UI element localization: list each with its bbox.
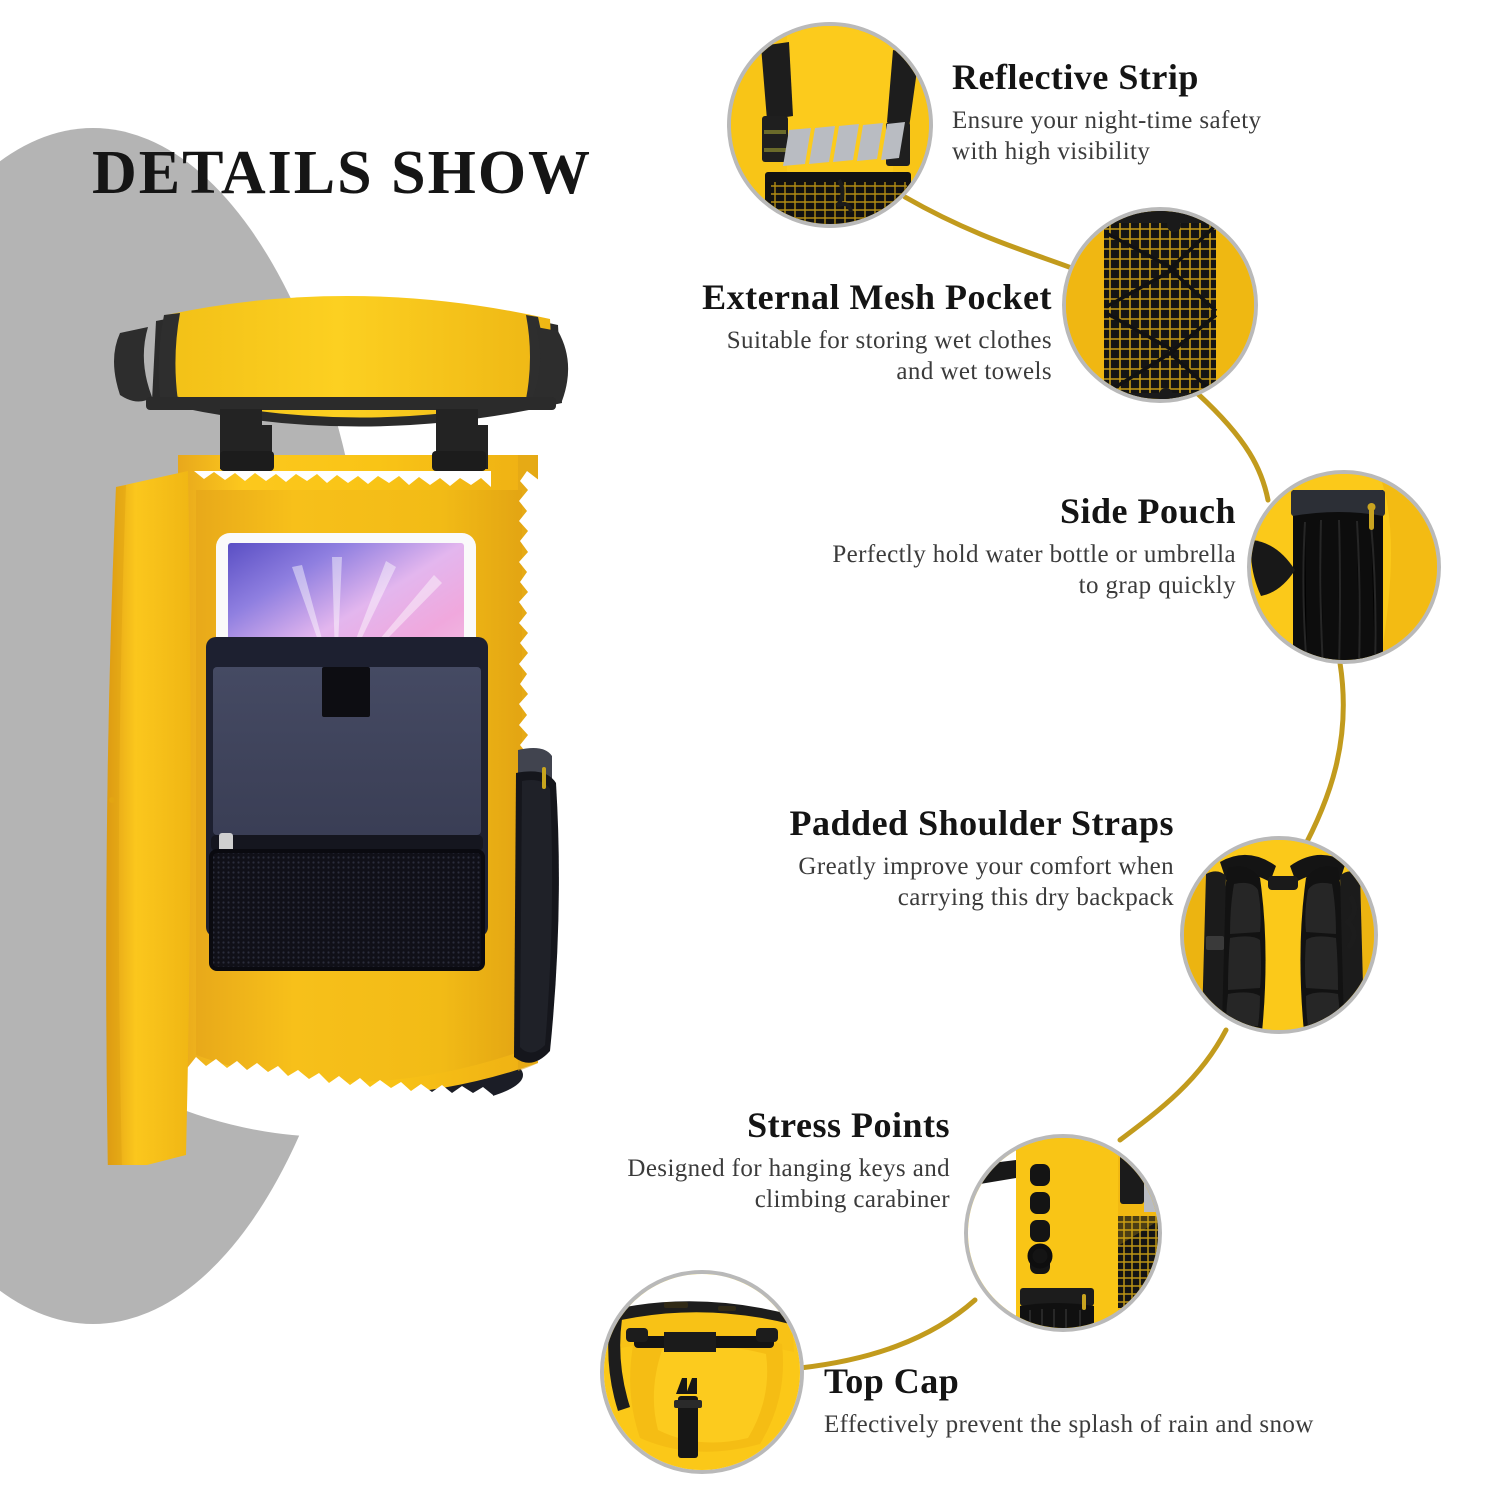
callout-stress-points[interactable] [964, 1134, 1162, 1332]
interior-contents [206, 533, 488, 971]
callout-top-cap[interactable] [600, 1270, 804, 1474]
shoulder-strap-stub-left [114, 327, 152, 402]
feature-title: Stress Points [747, 1105, 950, 1145]
feature-subtitle: Perfectly hold water bottle or umbrella … [832, 540, 1236, 600]
side-pouch [514, 748, 559, 1063]
feature-title: Padded Shoulder Straps [789, 803, 1174, 843]
hero-product-image [86, 275, 606, 1175]
feature-subtitle: Greatly improve your comfort when carryi… [798, 852, 1174, 912]
laptop-sleeve-flap [213, 667, 481, 835]
feature-title: Side Pouch [1059, 491, 1236, 531]
cutaway-tear-bottom [161, 1057, 493, 1138]
top-cap-flap [162, 295, 554, 418]
feature-subtitle: Effectively prevent the splash of rain a… [824, 1410, 1314, 1438]
text-stress-points: Stress Points Designed for hanging keys … [580, 1106, 950, 1216]
text-reflective-strip: Reflective Strip Ensure your night-time … [952, 58, 1302, 168]
feature-title: Top Cap [824, 1361, 960, 1401]
connector-5 [797, 1297, 978, 1371]
text-top-cap: Top Cap Effectively prevent the splash o… [824, 1362, 1384, 1440]
top-webbing [146, 397, 556, 410]
side-pouch-zipper [542, 767, 546, 789]
shoulder-strap-stub-right [532, 327, 569, 406]
text-external-mesh-pocket: External Mesh Pocket Suitable for storin… [600, 278, 1052, 388]
text-padded-shoulder-straps: Padded Shoulder Straps Greatly improve y… [700, 804, 1174, 914]
feature-title: Reflective Strip [952, 57, 1199, 97]
front-strap [674, 1378, 702, 1458]
velcro-tab [322, 667, 370, 717]
top-cap-thumb [604, 1274, 800, 1470]
connector-1 [902, 194, 1085, 275]
shoulder-straps-thumb [1184, 840, 1374, 1030]
stress-points-thumb [968, 1138, 1158, 1328]
interior-mesh-pocket [211, 851, 483, 969]
buckle-right [432, 409, 488, 471]
callout-padded-shoulder-straps[interactable] [1180, 836, 1378, 1034]
bag-peel-flap [106, 471, 191, 1175]
callout-external-mesh-pocket[interactable] [1062, 207, 1258, 403]
connector-3 [1297, 660, 1346, 858]
zipper-track [211, 835, 483, 851]
feature-subtitle: Suitable for storing wet clothes and wet… [726, 326, 1052, 386]
reflective-strip-thumb [731, 26, 929, 224]
text-side-pouch: Side Pouch Perfectly hold water bottle o… [740, 492, 1236, 602]
feature-subtitle: Designed for hanging keys and climbing c… [627, 1154, 950, 1214]
page-title: DETAILS SHOW [92, 138, 593, 207]
callout-side-pouch[interactable] [1247, 470, 1441, 664]
side-pouch-thumb [1251, 474, 1437, 660]
mesh-pocket-thumb [1066, 211, 1254, 399]
callout-reflective-strip[interactable] [727, 22, 933, 228]
feature-title: External Mesh Pocket [702, 277, 1052, 317]
feature-subtitle: Ensure your night-time safety with high … [952, 106, 1262, 166]
cutaway-tear-top [161, 471, 491, 487]
connector-4 [1117, 1027, 1229, 1143]
buckle-left [220, 409, 274, 471]
